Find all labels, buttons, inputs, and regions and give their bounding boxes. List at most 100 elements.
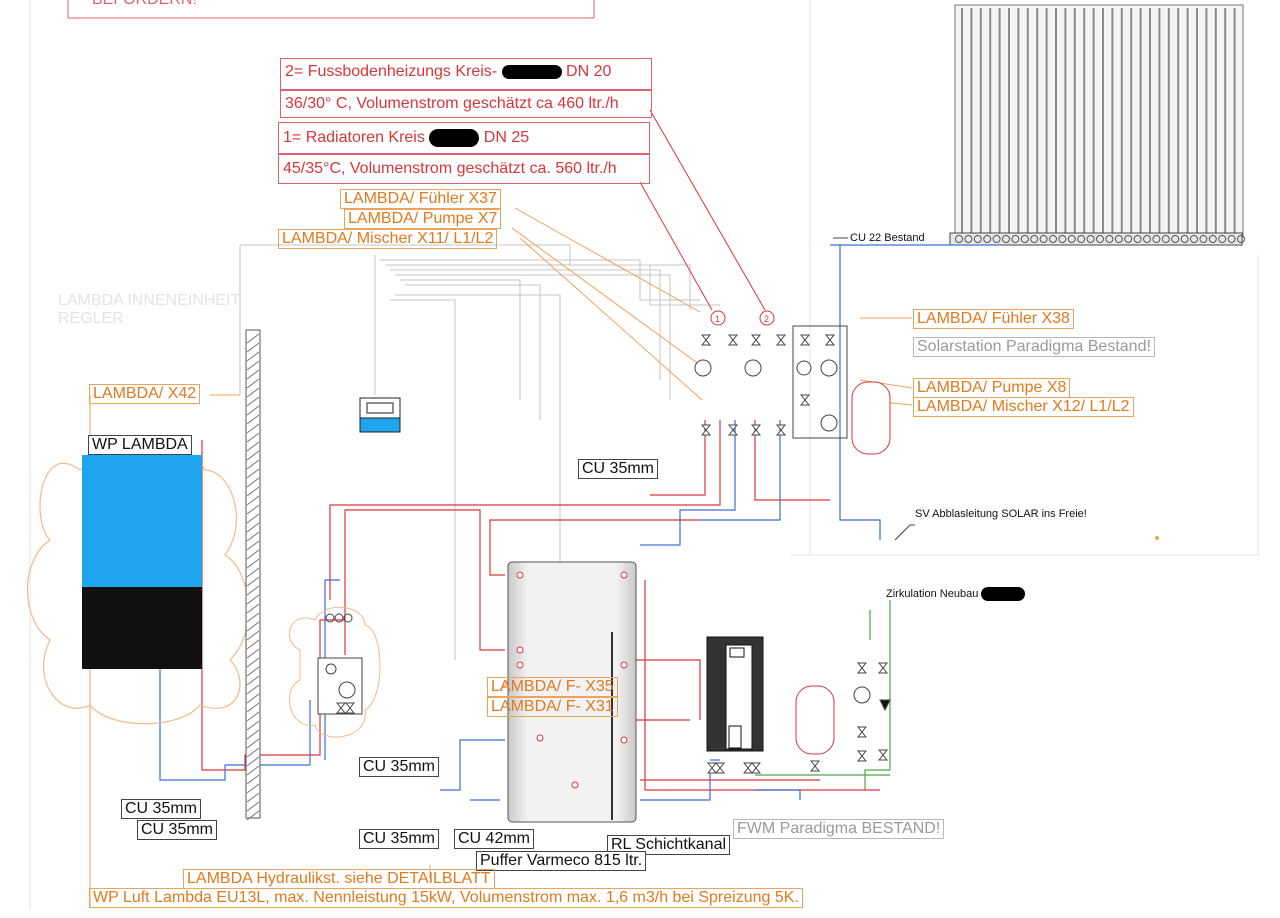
- collector-cap: [1190, 235, 1198, 243]
- circulation-note: Zirkulation Neubau: [886, 587, 1026, 601]
- hatch-line: [246, 513, 260, 524]
- x42-label: LAMBDA/ X42: [89, 384, 201, 404]
- valve-icon: [750, 762, 762, 774]
- hydraulic-module: [288, 606, 381, 738]
- valve-icon: [727, 334, 739, 346]
- cu22-note: CU 22 Bestand: [850, 232, 925, 244]
- collector-cap: [983, 235, 992, 243]
- heat-pump-lower: [82, 587, 202, 669]
- collector-cap: [1199, 235, 1208, 243]
- fwm-label: FWM Paradigma BESTAND!: [733, 819, 945, 839]
- hatch-line: [246, 468, 260, 479]
- collector-cap: [1067, 235, 1076, 243]
- valve-icon: [775, 424, 787, 436]
- hatch-line: [246, 594, 260, 605]
- radiator-circuit-name: 1= Radiatoren Kreis: [283, 129, 425, 147]
- hatch-line: [246, 495, 260, 506]
- f-x31-label: LAMBDA/ F- X31: [487, 697, 618, 717]
- cu35-label-left-1: CU 35mm: [121, 799, 202, 819]
- hatch-line: [246, 459, 260, 470]
- hatch-line: [246, 774, 260, 785]
- sheet-frame: [29, 0, 1260, 910]
- valve-icon: [856, 750, 868, 762]
- valves: [335, 334, 891, 774]
- heat-pump-spec: WP Luft Lambda EU13L, max. Nennleistung …: [89, 888, 803, 908]
- valve-icon: [714, 762, 726, 774]
- hydraulic-note: LAMBDA Hydraulikst. siehe DETAILBLATT: [183, 869, 495, 889]
- cu35-label-top: CU 35mm: [578, 459, 659, 479]
- collector-cap: [1002, 235, 1010, 243]
- collector-cap: [1237, 235, 1245, 243]
- control-wires: [239, 244, 720, 720]
- check-valve-icon: [879, 699, 891, 712]
- solar-station-label: Solarstation Paradigma Bestand!: [913, 337, 1155, 357]
- wall-hatch: [245, 329, 261, 821]
- valve-icon: [700, 334, 712, 346]
- radiator-circuit-dn: DN 25: [483, 129, 530, 147]
- mixer-x11-label: LAMBDA/ Mischer X11/ L1/L2: [278, 229, 498, 249]
- cu42-label: CU 42mm: [454, 829, 535, 849]
- rl-schichtkanal-label: RL Schichtkanal: [607, 835, 731, 855]
- hatch-line: [246, 333, 260, 344]
- hatch-line: [246, 657, 260, 668]
- hatch-line: [246, 585, 260, 596]
- valve-icon: [750, 424, 762, 436]
- valve-icon: [700, 424, 712, 436]
- collector-cap: [1161, 235, 1170, 243]
- radiator-circuit-title: 1= Radiatoren Kreis DN 25: [278, 122, 650, 154]
- collector-cap: [1171, 235, 1180, 243]
- valve-icon: [877, 749, 889, 761]
- hatch-line: [246, 486, 260, 497]
- hatch-line: [246, 342, 260, 353]
- valve-icon: [856, 726, 868, 738]
- sv-leader: [833, 237, 915, 541]
- cu35-label-left-2: CU 35mm: [137, 820, 218, 840]
- valve-icon: [799, 394, 811, 406]
- heat-pump-upper: [82, 455, 202, 587]
- collector-cap: [1011, 235, 1020, 243]
- hatch-line: [246, 711, 260, 722]
- collector-cap: [1124, 235, 1133, 243]
- hatch-line: [246, 792, 260, 803]
- hatch-line: [246, 369, 260, 380]
- collector-cap: [1114, 235, 1123, 243]
- valve-icon: [742, 762, 754, 774]
- hatch-line: [246, 522, 260, 533]
- hatch-line: [246, 693, 260, 704]
- valve-icon: [727, 424, 739, 436]
- collector-cap: [1086, 235, 1095, 243]
- hatch-line: [246, 531, 260, 542]
- pump-x8-label: LAMBDA/ Pumpe X8: [913, 378, 1071, 398]
- hatch-line: [246, 747, 260, 758]
- radiator-circuit-detail: 45/35°C, Volumenstrom geschätzt ca. 560 …: [278, 154, 650, 184]
- hatch-line: [246, 729, 260, 740]
- hatch-line: [246, 396, 260, 407]
- valve-icon: [706, 762, 718, 774]
- hatch-line: [246, 504, 260, 515]
- solar-collector: [949, 4, 1245, 246]
- cu35-label-mid: CU 35mm: [359, 757, 440, 777]
- hatch-line: [246, 666, 260, 677]
- valve-icon: [335, 702, 347, 714]
- expansion-vessels: [795, 381, 891, 755]
- collector-cap: [1218, 235, 1227, 243]
- collector-cap: [973, 235, 982, 243]
- hatch-line: [246, 648, 260, 659]
- sv-note: SV Abblasleitung SOLAR ins Freie!: [915, 508, 1087, 520]
- hatch-line: [246, 414, 260, 425]
- collector-cap: [1152, 235, 1161, 243]
- controller-faded-label: LAMBDA INNENEINHEIT REGLER: [58, 292, 241, 327]
- hatch-line: [246, 477, 260, 488]
- hatch-line: [246, 423, 260, 434]
- buffer-label: Puffer Varmeco 815 ltr.: [476, 851, 647, 871]
- pump-marker-2: 2: [764, 314, 769, 324]
- hatch-line: [246, 351, 260, 362]
- hatch-line: [246, 612, 260, 623]
- floor-circuit-title: 2= Fussbodenheizungs Kreis- DN 20: [280, 58, 652, 90]
- hatch-line: [246, 576, 260, 587]
- hatch-line: [246, 720, 260, 731]
- buffer-tank: [507, 561, 637, 823]
- hatch-line: [246, 378, 260, 389]
- hatch-line: [246, 801, 260, 812]
